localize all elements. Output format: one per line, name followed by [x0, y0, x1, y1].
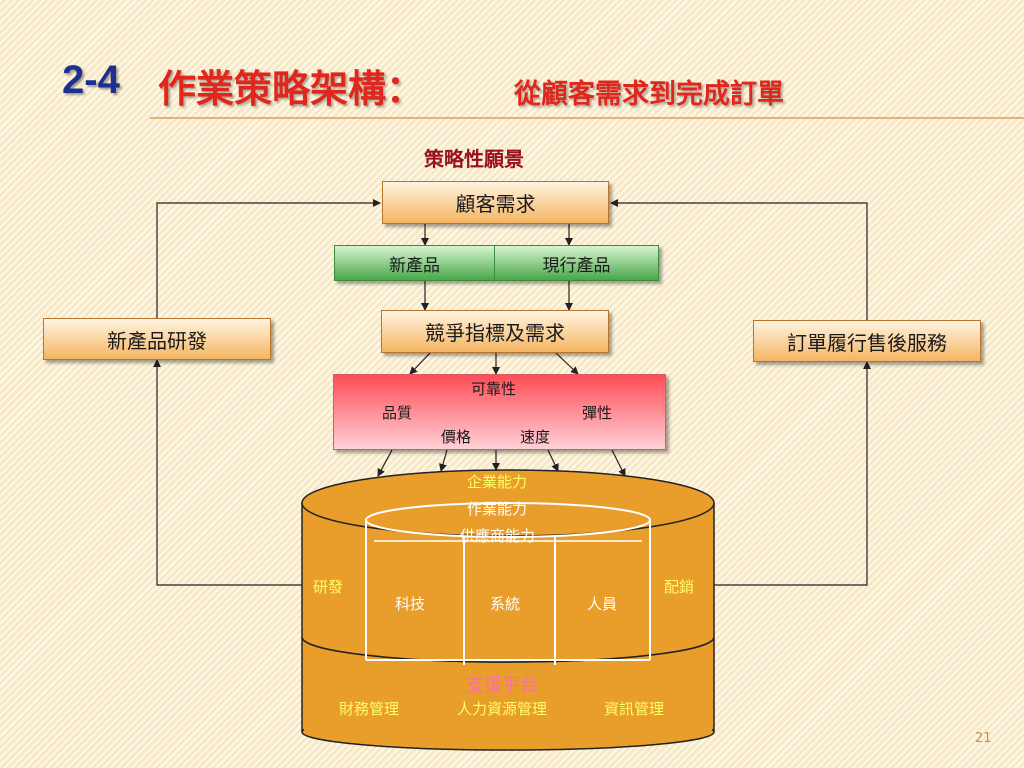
competition-label: 競爭指標及需求 — [425, 321, 565, 345]
criteria-quality: 品質 — [382, 404, 413, 422]
products-box: 新產品 現行產品 — [334, 245, 659, 281]
customer-needs-box: 顧客需求 — [382, 181, 609, 224]
products-divider — [494, 246, 496, 280]
enterprise-capability-label: 企業能力 — [467, 473, 528, 491]
arrow-competition-3 — [555, 352, 579, 375]
order-fulfillment-box: 訂單履行售後服務 — [753, 320, 981, 362]
strategic-vision-label: 策略性願景 — [424, 147, 524, 171]
operations-capability-label: 作業能力 — [467, 500, 528, 518]
rd-label: 研發 — [313, 578, 344, 596]
loop-left-top-arrow — [156, 199, 381, 318]
loop-left-arrow — [153, 359, 302, 586]
support-hr: 人力資源管理 — [457, 700, 548, 718]
title-number: 2-4 — [62, 58, 120, 102]
criteria-speed: 速度 — [520, 428, 551, 446]
new-product-rd-box: 新產品研發 — [43, 318, 271, 360]
supplier-capability-label: 供應商能力 — [460, 527, 536, 545]
support-it: 資訊管理 — [604, 700, 665, 718]
loop-right-arrow — [714, 361, 871, 586]
column-systems: 系統 — [490, 595, 521, 613]
enterprise-capability-tier — [301, 469, 715, 665]
criteria-price: 價格 — [441, 428, 472, 446]
arrow-criteria-4 — [547, 449, 559, 472]
support-platform-title: 支援平台 — [466, 675, 538, 696]
new-product-rd-label: 新產品研發 — [107, 328, 207, 353]
arrow-criteria-2 — [439, 449, 448, 472]
column-technology: 科技 — [395, 595, 426, 613]
page-subtitle: 從顧客需求到完成訂單 — [514, 79, 784, 110]
column-people: 人員 — [587, 595, 618, 613]
criteria-flexibility: 彈性 — [582, 404, 613, 422]
competition-box: 競爭指標及需求 — [381, 310, 609, 353]
page-title: 作業策略架構： — [158, 67, 425, 111]
arrow-competition-1 — [409, 352, 431, 375]
customer-needs-label: 顧客需求 — [455, 192, 536, 216]
current-products-label: 現行產品 — [542, 255, 611, 276]
arrow-criteria-1 — [377, 449, 393, 477]
criteria-reliability: 可靠性 — [471, 380, 517, 398]
support-finance: 財務管理 — [339, 700, 400, 718]
order-fulfillment-label: 訂單履行售後服務 — [787, 330, 947, 355]
arrow-criteria-5 — [611, 449, 626, 477]
loop-right-top-arrow — [610, 199, 868, 320]
page-number: 21 — [975, 731, 992, 746]
new-products-label: 新產品 — [389, 255, 440, 276]
criteria-box — [333, 374, 666, 450]
distribution-label: 配銷 — [664, 578, 695, 596]
